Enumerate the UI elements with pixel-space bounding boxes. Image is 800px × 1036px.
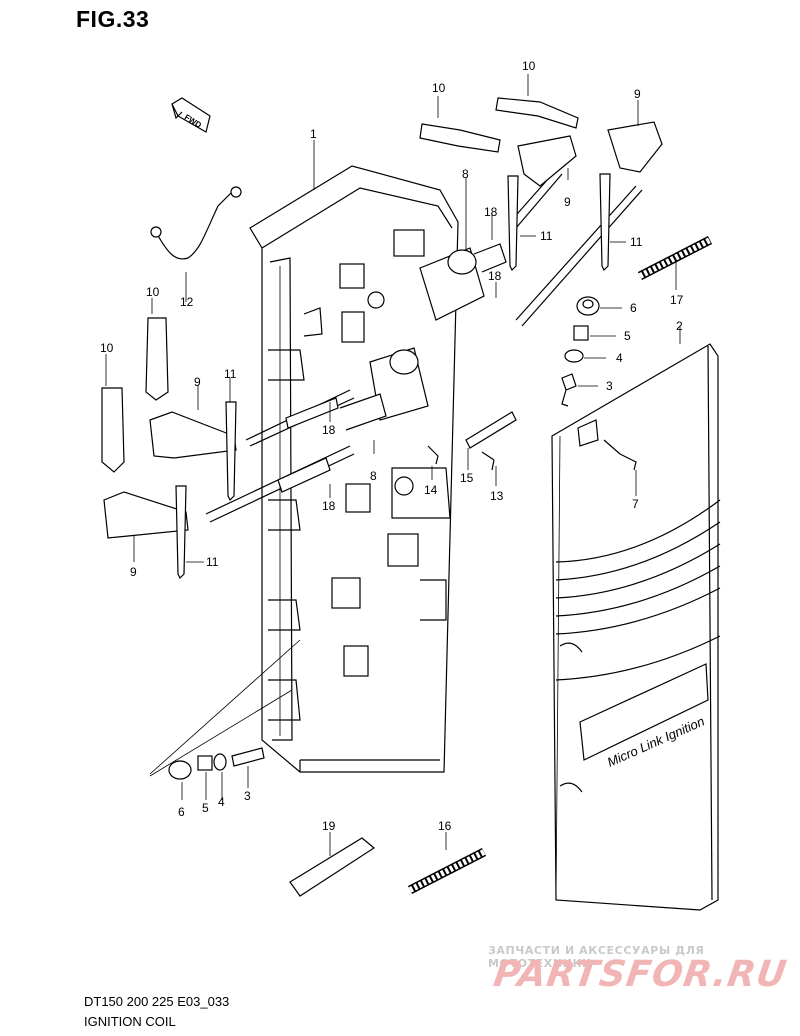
callout-5-bottom: 5 xyxy=(202,801,209,815)
callout-9-mid: 9 xyxy=(564,195,571,209)
callout-18-left-upper: 18 xyxy=(322,423,336,437)
bolt-3-bottom xyxy=(231,747,265,767)
plug-cap-3 xyxy=(517,135,577,187)
callout-10-top-right: 10 xyxy=(522,59,536,73)
callout-6-right: 6 xyxy=(630,301,637,315)
callout-10-top-left: 10 xyxy=(432,81,446,95)
callout-8-lower: 8 xyxy=(370,469,377,483)
spark-plug-3 xyxy=(145,317,169,401)
callout-11-left-upper: 11 xyxy=(224,367,237,381)
callout-7: 7 xyxy=(632,497,639,511)
protector-spring-17 xyxy=(637,235,713,281)
callout-16: 16 xyxy=(438,819,452,833)
grommet-6 xyxy=(576,296,600,316)
screw-13 xyxy=(481,451,495,471)
screw-7 xyxy=(619,453,637,471)
callout-14: 14 xyxy=(424,483,438,497)
cable-tie-2 xyxy=(599,173,611,272)
callout-11-top-left: 11 xyxy=(540,229,553,243)
callout-11-top-right: 11 xyxy=(630,235,643,249)
ground-wire xyxy=(150,186,242,260)
cable-tie-1 xyxy=(507,175,519,272)
cable-tie-4 xyxy=(175,485,187,580)
figure-title: FIG.33 xyxy=(76,6,150,32)
ignition-panel xyxy=(249,165,459,773)
part-name-caption: IGNITION COIL xyxy=(84,1014,176,1029)
callout-13: 13 xyxy=(490,489,504,503)
spark-plug-4 xyxy=(101,387,125,473)
callout-6-bottom: 6 xyxy=(178,805,185,819)
callout-19: 19 xyxy=(322,819,336,833)
ignition-coil-lower xyxy=(339,347,429,431)
callout-9-left-upper: 9 xyxy=(194,375,201,389)
callout-5-right: 5 xyxy=(624,329,631,343)
callout-11-left-lower: 11 xyxy=(206,555,219,569)
washer-4-bottom xyxy=(213,753,227,771)
callout-10-left-lower: 10 xyxy=(100,341,114,355)
callout-9-left-lower: 9 xyxy=(130,565,137,579)
plug-cap-1 xyxy=(149,411,237,459)
collar-5-bottom xyxy=(197,755,213,771)
plug-cap-4 xyxy=(607,121,663,173)
callout-17: 17 xyxy=(670,293,684,307)
clamp-19 xyxy=(289,837,376,897)
ignition-cover: Micro Link Ignition xyxy=(551,343,721,911)
cable-tie-3 xyxy=(225,401,237,502)
callout-18-left-lower: 18 xyxy=(322,499,336,513)
callout-4-bottom: 4 xyxy=(218,795,225,809)
callout-10-left-upper: 10 xyxy=(146,285,160,299)
watermark-logo: PARTSFOR.RU xyxy=(491,954,790,995)
plug-cap-2 xyxy=(103,491,189,539)
spark-plug-1 xyxy=(419,123,501,153)
callout-3-bottom: 3 xyxy=(244,789,251,803)
watermark-tagline: ЗАПЧАСТИ И АКСЕССУАРЫ ДЛЯ МОТОТЕХНИКИ xyxy=(488,944,705,970)
fwd-arrow-icon: FWD xyxy=(171,97,211,133)
callout-4-right: 4 xyxy=(616,351,623,365)
callout-8-upper: 8 xyxy=(462,167,469,181)
spark-plug-2 xyxy=(495,97,579,129)
grommet-6-bottom xyxy=(168,760,192,780)
callout-2: 2 xyxy=(676,319,683,333)
callout-18-top: 18 xyxy=(484,205,498,219)
washer-4 xyxy=(564,349,584,363)
protector-spring-16 xyxy=(407,847,487,895)
model-caption: DT150 200 225 E03_033 xyxy=(84,994,230,1009)
callout-1: 1 xyxy=(310,127,317,141)
callout-15: 15 xyxy=(460,471,474,485)
ignition-coil-upper xyxy=(419,243,507,321)
screw-14 xyxy=(427,445,439,465)
bolt-3 xyxy=(561,373,577,407)
callout-12: 12 xyxy=(180,295,194,309)
callout-18-mid: 18 xyxy=(488,269,502,283)
callout-9-top-right: 9 xyxy=(634,87,641,101)
callout-3-right: 3 xyxy=(606,379,613,393)
clamp-15 xyxy=(465,411,517,449)
collar-5 xyxy=(573,325,589,341)
ht-lead-3 xyxy=(515,185,637,321)
